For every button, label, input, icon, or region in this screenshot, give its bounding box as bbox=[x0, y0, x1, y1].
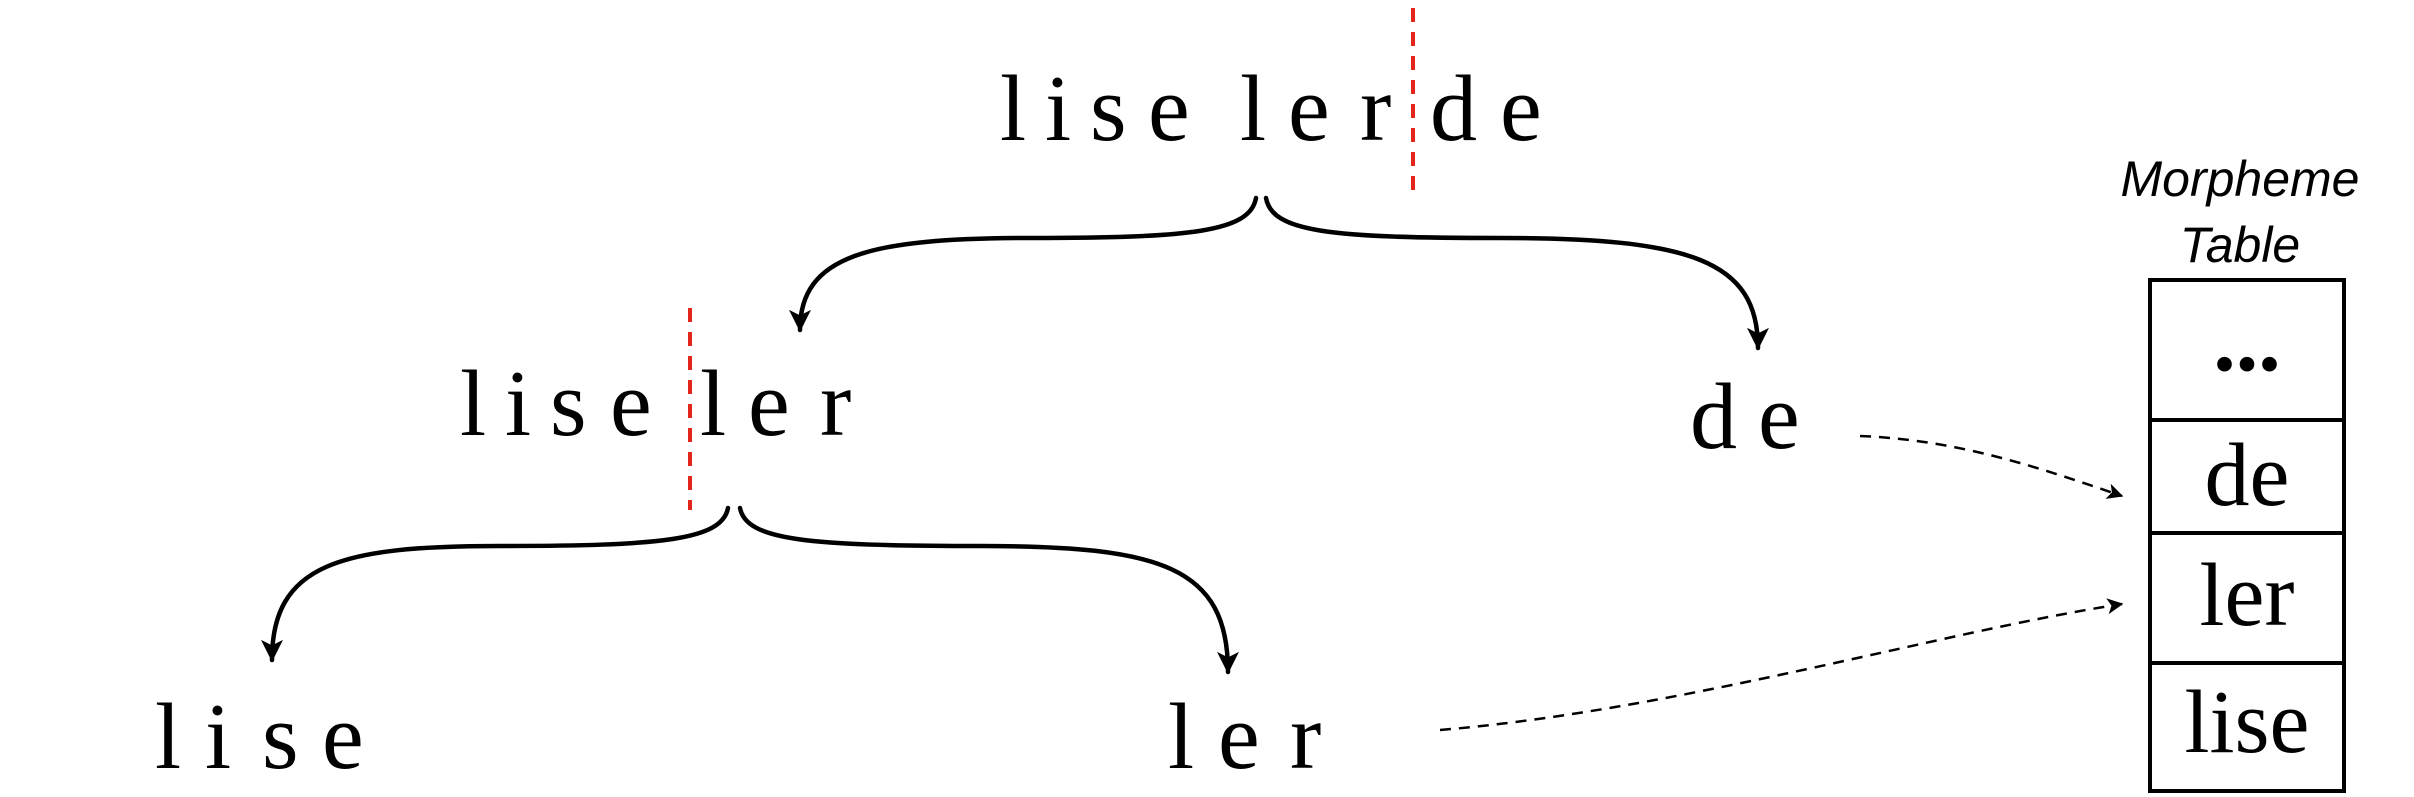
level1-left-char: e bbox=[610, 352, 652, 456]
level1-right-word: d e bbox=[1690, 365, 1800, 469]
level1-left-char: r bbox=[820, 352, 851, 456]
root-char: d bbox=[1430, 57, 1477, 161]
root-char: i bbox=[1045, 57, 1071, 161]
level2-left-word: l i s e bbox=[155, 685, 364, 789]
level1-left-char: l bbox=[460, 352, 486, 456]
level1-right-char: e bbox=[1758, 365, 1800, 469]
table-cell bbox=[2148, 661, 2346, 793]
pointer-ler-to-table bbox=[1439, 598, 2124, 732]
level1-brace-right bbox=[737, 505, 1239, 675]
root-char: e bbox=[1288, 57, 1330, 161]
level2-right-word: l e r bbox=[1168, 685, 1321, 789]
level1-right-char: d bbox=[1690, 365, 1737, 469]
level2-left-char: s bbox=[262, 685, 299, 789]
level2-right-char: l bbox=[1168, 685, 1194, 789]
level2-left-char: l bbox=[155, 685, 181, 789]
table-cell-lise: lise bbox=[2185, 673, 2310, 772]
table-cell bbox=[2148, 531, 2346, 665]
level2-right-char: r bbox=[1290, 685, 1321, 789]
pointer-de-to-table bbox=[1859, 434, 2124, 499]
root-brace-left bbox=[789, 195, 1259, 333]
root-char: e bbox=[1148, 57, 1190, 161]
root-brace-right bbox=[1263, 195, 1769, 351]
table-cell-ler: ler bbox=[2200, 546, 2295, 645]
level2-left-char: i bbox=[205, 685, 231, 789]
level1-left-char: s bbox=[550, 352, 587, 456]
root-char: l bbox=[1000, 57, 1026, 161]
table-caption-line2: Table bbox=[2180, 217, 2300, 273]
root-char: s bbox=[1090, 57, 1127, 161]
level2-left-char: e bbox=[322, 685, 364, 789]
morpheme-table: Morpheme Table ... de ler lise bbox=[2121, 151, 2360, 793]
root-char: e bbox=[1500, 57, 1542, 161]
level1-left-word: l i s e l e r bbox=[460, 352, 851, 456]
level1-left-char: i bbox=[505, 352, 531, 456]
level1-left-char: e bbox=[748, 352, 790, 456]
root-word: l i s e l e r d e bbox=[1000, 57, 1542, 161]
table-cell bbox=[2148, 278, 2346, 422]
root-char: r bbox=[1360, 57, 1391, 161]
table-caption-line1: Morpheme bbox=[2121, 151, 2360, 207]
level1-left-char: l bbox=[700, 352, 726, 456]
table-cell-de: de bbox=[2205, 426, 2290, 525]
level1-brace-left bbox=[261, 505, 731, 663]
root-char: l bbox=[1240, 57, 1266, 161]
table-cell-ellipsis: ... bbox=[2213, 291, 2281, 390]
level2-right-char: e bbox=[1218, 685, 1260, 789]
